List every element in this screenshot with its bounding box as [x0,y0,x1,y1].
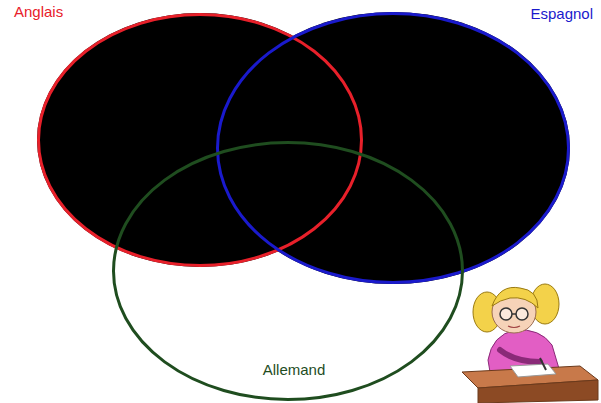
anglais-ellipse: Anglais [37,13,363,267]
set-label: Espagnol [528,5,595,23]
espagnol-ellipse: Espagnol [216,12,570,284]
set-label: Allemand [261,361,328,379]
set-label: Anglais [12,3,65,21]
espagnol-fill [216,12,570,284]
ellipse-outline [216,12,570,284]
allemand-ellipse: Allemand [112,141,464,401]
ellipse-outline [37,13,363,267]
